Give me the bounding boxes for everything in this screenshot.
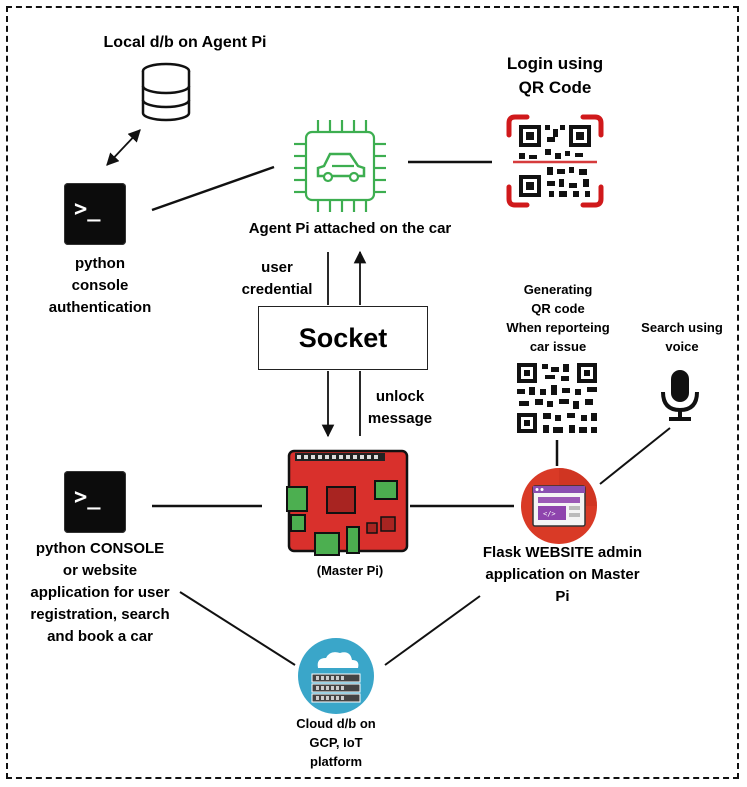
- cloud-server-icon: [298, 638, 374, 714]
- cloud-line1: Cloud d/b on: [296, 716, 376, 731]
- socket-box: Socket: [258, 306, 428, 370]
- master-pi-label: (Master Pi): [316, 563, 384, 578]
- console-cloud-line: [179, 591, 296, 666]
- mic-flask-line: [599, 427, 671, 485]
- cloud-line2: GCP, IoT: [309, 735, 363, 750]
- unlock-message-label: unlock message: [355, 386, 445, 430]
- raspberry-pi-board-icon: [286, 449, 409, 556]
- terminal-icon: >_: [64, 183, 126, 245]
- diagram-frame: [6, 6, 739, 779]
- user-console-label: python CONSOLE or website application fo…: [10, 538, 190, 648]
- flask-label: Flask WEBSITE admin application on Maste…: [465, 542, 660, 608]
- console-agent-line: [151, 165, 275, 212]
- car-chip-icon: [294, 120, 386, 212]
- qr-generate-line3: When reporteing: [506, 320, 610, 335]
- voice-line2: voice: [665, 339, 699, 354]
- flask-line2: application on Master: [485, 566, 640, 583]
- qr-login-line1: Login using: [506, 54, 604, 73]
- qr-generate-label: Generating QR code When reporteing car i…: [488, 280, 628, 356]
- agent-console-line2: console: [71, 277, 129, 294]
- voice-line1: Search using: [641, 320, 723, 335]
- user-console-line3: application for user: [30, 584, 170, 601]
- qr-scan-icon: [506, 114, 604, 208]
- user-console-line2: or website: [62, 562, 138, 579]
- flask-cloud-line: [384, 595, 481, 666]
- qr-code-icon: [517, 363, 597, 433]
- agent-console-line3: authentication: [48, 299, 152, 316]
- flask-line1: Flask WEBSITE admin: [482, 544, 643, 561]
- agent-console-line1: python: [75, 255, 125, 272]
- qr-login-label: Login using QR Code: [480, 52, 630, 100]
- agent-pi-label: Agent Pi attached on the car: [248, 220, 452, 237]
- user-credential-label: user credential: [232, 257, 322, 301]
- arrow-label-unlock: unlock: [375, 388, 425, 405]
- qr-login-line2: QR Code: [518, 78, 592, 97]
- arrow-label-message: message: [367, 410, 433, 427]
- qr-generate-line4: car issue: [529, 339, 587, 354]
- socket-label: Socket: [298, 322, 388, 353]
- website-icon: </>: [521, 468, 597, 544]
- terminal-icon: >_: [64, 471, 126, 533]
- voice-label: Search using voice: [630, 318, 734, 356]
- flask-line3: Pi: [555, 588, 570, 605]
- user-console-line4: registration, search: [30, 606, 170, 623]
- qr-generate-line2: QR code: [531, 301, 585, 316]
- qr-generate-line1: Generating: [523, 282, 593, 297]
- database-icon: [141, 62, 191, 122]
- arrow-label-credential: credential: [241, 281, 313, 298]
- cloud-label: Cloud d/b on GCP, IoT platform: [268, 714, 404, 771]
- db-console-arrow: [106, 129, 141, 166]
- user-console-line1: python CONSOLE: [35, 540, 165, 557]
- local-db-title: Local d/b on Agent Pi: [103, 34, 267, 51]
- arrow-label-user: user: [261, 259, 293, 276]
- cloud-line3: platform: [310, 754, 362, 769]
- user-console-line5: and book a car: [47, 628, 153, 645]
- microphone-icon: [661, 370, 699, 421]
- agent-console-label: python console authentication: [20, 253, 180, 319]
- svg-text:</>: </>: [543, 510, 556, 518]
